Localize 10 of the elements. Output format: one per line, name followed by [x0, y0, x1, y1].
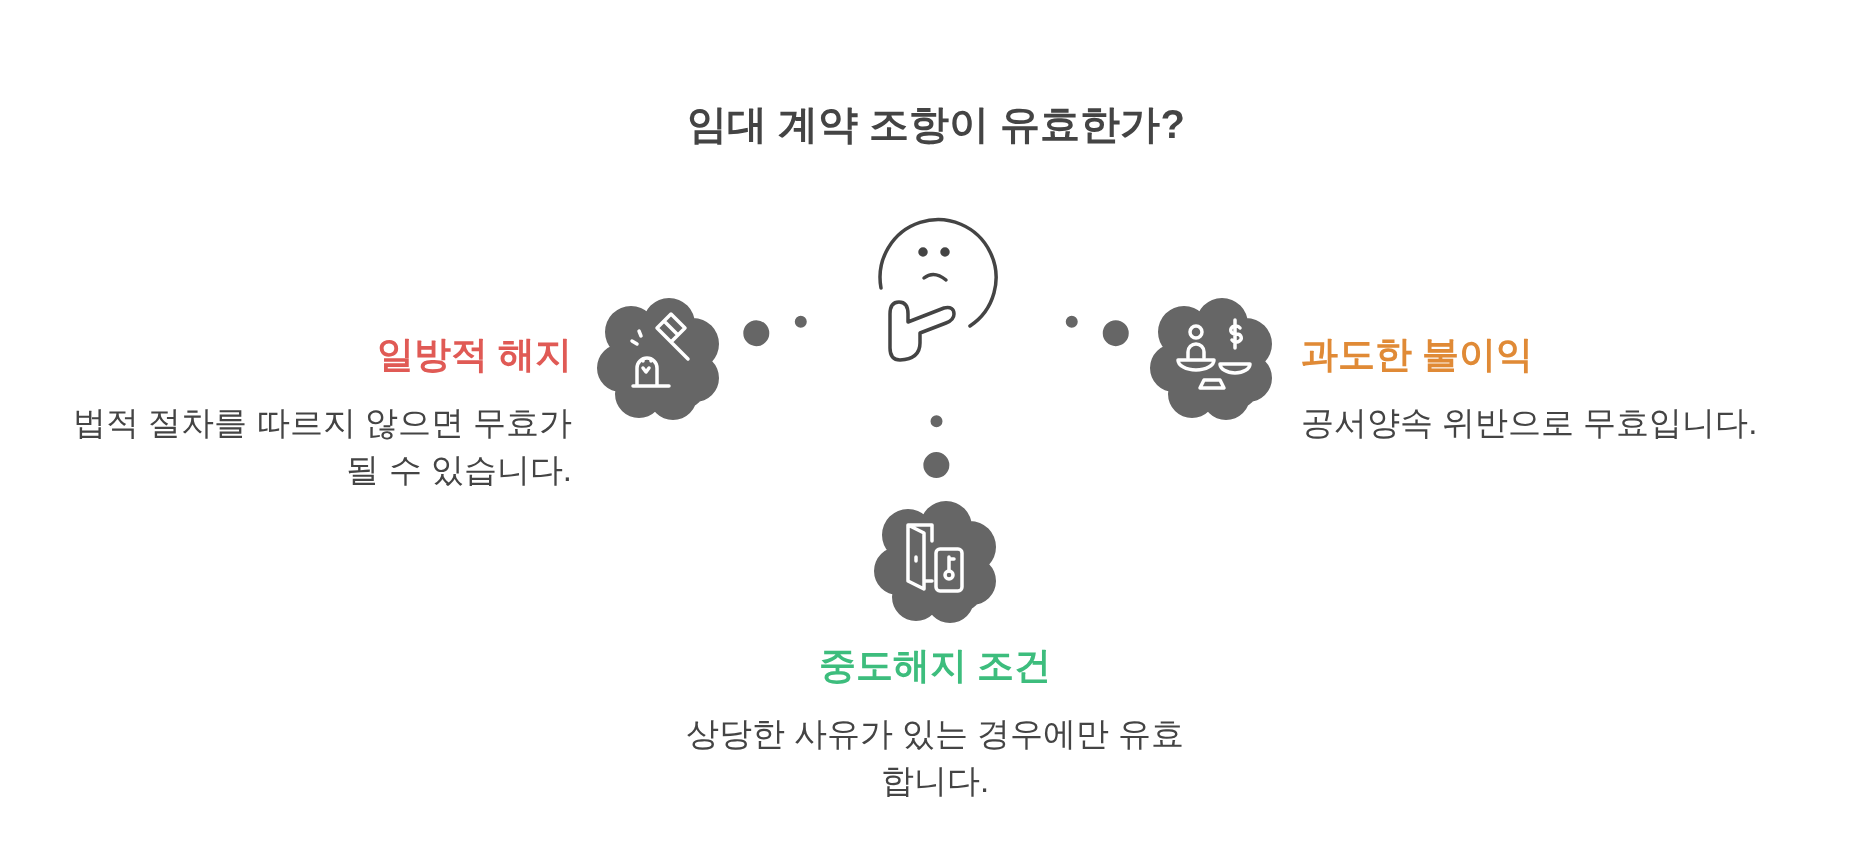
dotted-connector: [923, 415, 950, 479]
item-description: 공서양속 위반으로 무효입니다.: [1301, 403, 1758, 444]
dotted-connector: [1065, 315, 1129, 347]
diagram-title: 임대 계약 조항이 유효한가?: [686, 101, 1186, 148]
item-heading: 과도한 불이익: [1301, 333, 1534, 377]
item-heading: 일방적 해지: [376, 333, 572, 377]
item-description: 법적 절차를 따르지 않으면 무효가 될 수 있습니다.: [72, 403, 572, 491]
dotted-connector: [743, 315, 807, 347]
item-heading: 중도해지 조건: [818, 644, 1052, 688]
item-description: 상당한 사유가 있는 경우에만 유효합니다.: [684, 714, 1186, 802]
